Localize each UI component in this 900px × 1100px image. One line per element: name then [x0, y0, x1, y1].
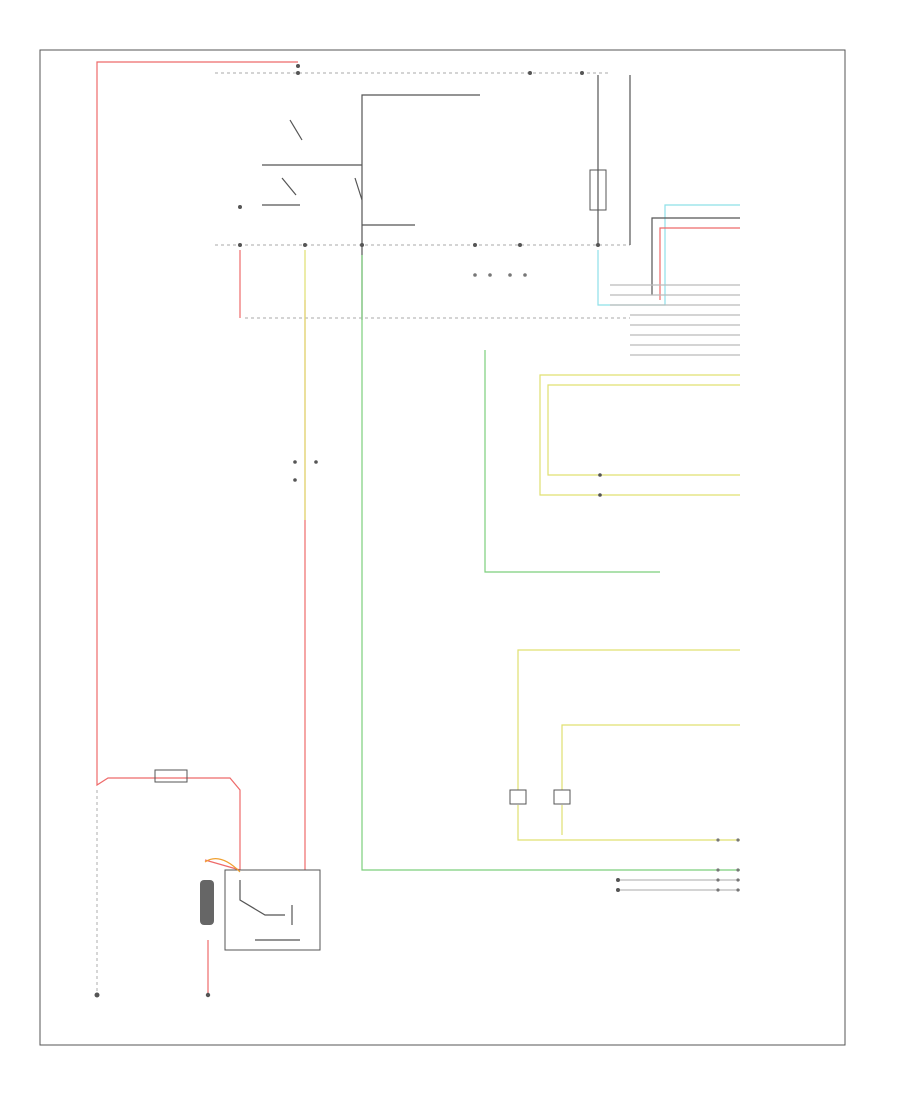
- ecm-connector: [616, 838, 740, 892]
- starter-motor: [200, 858, 321, 951]
- start-signal-wire: [293, 250, 318, 520]
- fuse-relay-box: [215, 75, 631, 320]
- fuse-bar: [215, 64, 610, 75]
- fusible-link: [154, 769, 211, 998]
- battery-ground: [94, 790, 100, 1000]
- battery-feed-wire: [96, 61, 306, 995]
- clutch-switch-circuit: [539, 374, 740, 497]
- module-wires: [597, 204, 740, 356]
- transmission-range-circuit: [509, 649, 740, 841]
- diagram-border: [39, 49, 846, 1046]
- ecm-signal-wire: [361, 255, 740, 871]
